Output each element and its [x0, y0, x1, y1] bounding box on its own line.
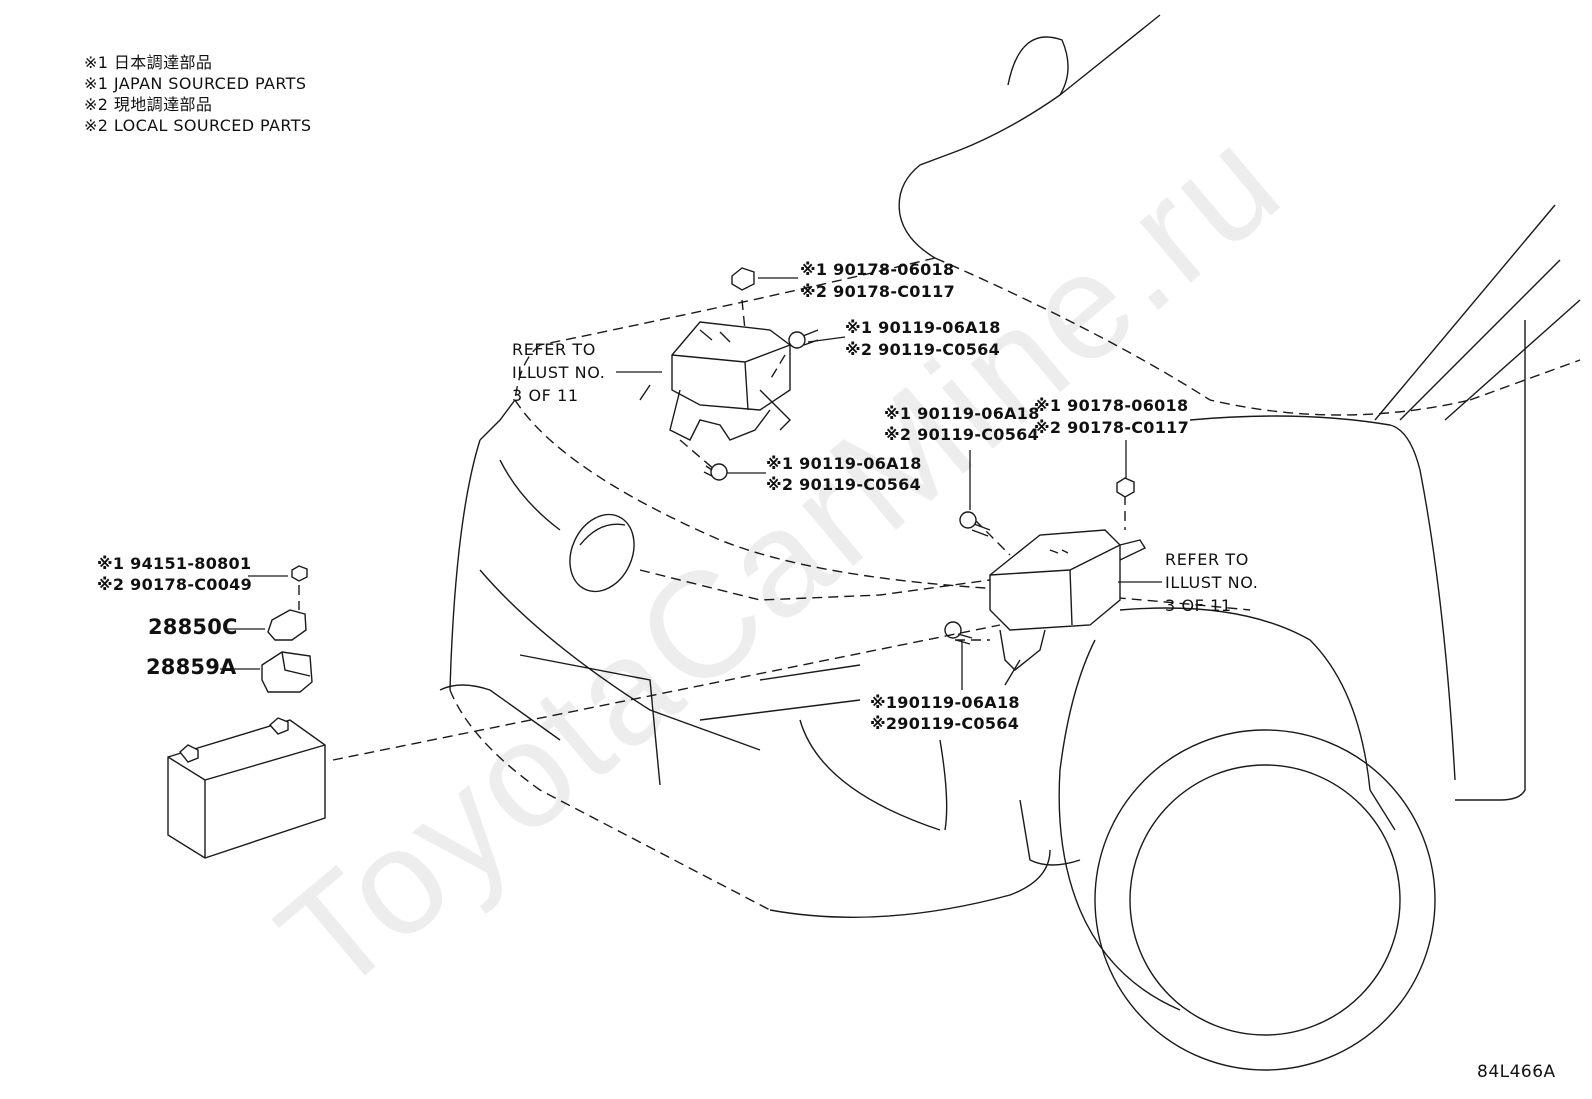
- refer-right: REFER TO ILLUST NO. 3 OF 11: [1165, 548, 1258, 617]
- callout-battery-nut-1: ※1 94151-80801: [97, 554, 252, 573]
- car-front-outline: [439, 14, 1581, 1071]
- callout-bolt-right-upper-1: ※1 90119-06A18: [884, 404, 1040, 423]
- refer-left: REFER TO ILLUST NO. 3 OF 11: [512, 338, 605, 407]
- callout-nut-right-2: ※2 90178-C0117: [1034, 418, 1190, 437]
- callout-bolt-top-2: ※2 90119-C0564: [845, 340, 1001, 359]
- refer-left-line-3: 3 OF 11: [512, 386, 579, 405]
- bolt-icon: [703, 329, 991, 645]
- fuse-box: [955, 495, 1147, 686]
- part-label-clamp: 28850C: [148, 615, 238, 639]
- callout-bolt-lower-left-2: ※2 90119-C0564: [766, 475, 922, 494]
- relay-block: [639, 299, 791, 471]
- callout-bolt-lower-left-1: ※1 90119-06A18: [766, 454, 922, 473]
- nut-icon: [291, 267, 1135, 582]
- callout-battery-nut-2: ※2 90178-C0049: [97, 575, 253, 594]
- legend-line-4: ※2 LOCAL SOURCED PARTS: [84, 116, 312, 135]
- refer-left-line-1: REFER TO: [512, 340, 596, 359]
- leader-lines: [220, 277, 1162, 690]
- callout-bolt-right-lower-1: ※190119-06A18: [870, 693, 1020, 712]
- legend-line-3: ※2 現地調達部品: [84, 95, 213, 114]
- illustration-code: 84L466A: [1477, 1062, 1556, 1082]
- refer-right-line-1: REFER TO: [1165, 550, 1249, 569]
- legend-line-2: ※1 JAPAN SOURCED PARTS: [84, 74, 307, 93]
- refer-right-line-2: ILLUST NO.: [1165, 573, 1259, 592]
- refer-right-line-3: 3 OF 11: [1165, 596, 1232, 615]
- part-label-cover: 28859A: [146, 655, 237, 679]
- callout-bolt-right-lower-2: ※290119-C0564: [870, 714, 1020, 733]
- refer-left-line-2: ILLUST NO.: [512, 363, 606, 382]
- battery: [167, 624, 1001, 859]
- callout-nut-top-1: ※1 90178-06018: [800, 260, 955, 279]
- terminal-cover: [261, 651, 313, 693]
- callout-nut-right-1: ※1 90178-06018: [1034, 396, 1189, 415]
- legend-line-1: ※1 日本調達部品: [84, 53, 213, 72]
- callout-nut-top-2: ※2 90178-C0117: [800, 282, 956, 301]
- callout-bolt-top-1: ※1 90119-06A18: [845, 318, 1001, 337]
- battery-clamp: [267, 585, 307, 641]
- callout-bolt-right-upper-2: ※2 90119-C0564: [884, 425, 1040, 444]
